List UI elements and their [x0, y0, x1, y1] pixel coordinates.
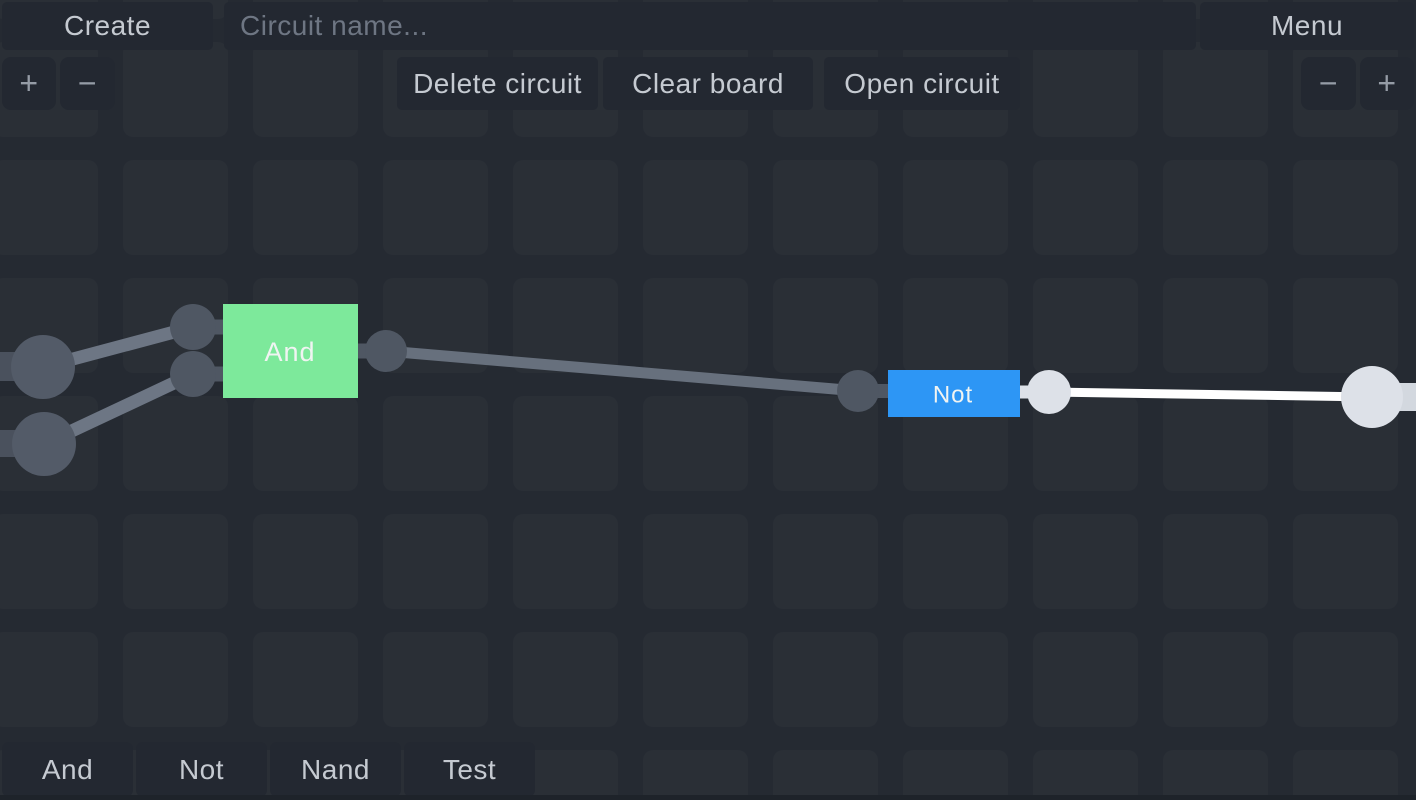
palette-item-and[interactable]: And — [2, 742, 133, 797]
palette-item-nand[interactable]: Nand — [270, 742, 401, 797]
delete-circuit-button[interactable]: Delete circuit — [397, 57, 598, 110]
not-input-pin[interactable] — [837, 370, 879, 412]
and-gate-label: And — [264, 337, 315, 367]
not-output-pin[interactable] — [1027, 370, 1071, 414]
not-gate-label: Not — [933, 382, 973, 409]
and-input-pin-2[interactable] — [170, 351, 216, 397]
open-circuit-button[interactable]: Open circuit — [824, 57, 1020, 110]
zoom-out-left-button[interactable]: − — [60, 57, 115, 110]
wire-and-to-not[interactable] — [385, 345, 859, 397]
zoom-in-right-button[interactable]: + — [1360, 57, 1414, 110]
and-output-pin[interactable] — [365, 330, 407, 372]
wire-not-to-output[interactable] — [1049, 387, 1373, 402]
menu-button[interactable]: Menu — [1200, 2, 1414, 50]
and-input-pin-1[interactable] — [170, 304, 216, 350]
create-button[interactable]: Create — [2, 2, 213, 50]
bottom-edge-strip — [0, 795, 1416, 800]
output-node[interactable] — [1341, 366, 1403, 428]
zoom-out-right-button[interactable]: − — [1301, 57, 1356, 110]
and-gate[interactable] — [223, 304, 358, 398]
input-node-2[interactable] — [12, 412, 76, 476]
input-node-1[interactable] — [11, 335, 75, 399]
zoom-in-left-button[interactable]: + — [2, 57, 56, 110]
clear-board-button[interactable]: Clear board — [603, 57, 813, 110]
palette-item-test[interactable]: Test — [404, 742, 535, 797]
not-gate[interactable] — [888, 370, 1020, 417]
circuit-name-input[interactable] — [224, 2, 1196, 50]
palette-item-not[interactable]: Not — [136, 742, 267, 797]
